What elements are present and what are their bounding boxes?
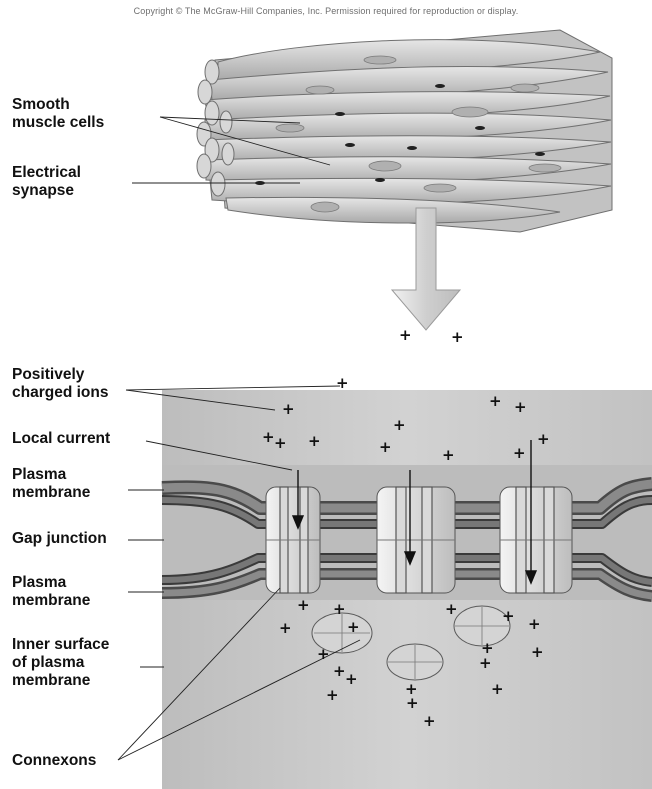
- positive-ion: +: [451, 328, 464, 346]
- positive-ion: +: [333, 600, 346, 618]
- label-line: Electrical: [12, 164, 81, 182]
- positive-ion: +: [393, 416, 406, 434]
- label-line: membrane: [12, 592, 90, 610]
- label-line: Smooth: [12, 96, 104, 114]
- positive-ion: +: [262, 428, 275, 446]
- positive-ion: +: [297, 596, 310, 614]
- positive-ion: +: [347, 618, 360, 636]
- label-line: charged ions: [12, 384, 108, 402]
- gap-junction-block: [162, 390, 652, 789]
- label-electrical-synapse: Electrical synapse: [12, 164, 81, 200]
- positive-ion: +: [442, 446, 455, 464]
- positive-ion: +: [423, 712, 436, 730]
- positive-ion: +: [531, 643, 544, 661]
- positive-ion: +: [445, 600, 458, 618]
- label-line: Positively: [12, 366, 108, 384]
- positive-ion: +: [502, 607, 515, 625]
- label-positively-charged-ions: Positively charged ions: [12, 366, 108, 402]
- label-line: membrane: [12, 672, 109, 690]
- positive-ion: +: [336, 374, 349, 392]
- positive-ion: +: [274, 434, 287, 452]
- label-inner-surface: Inner surface of plasma membrane: [12, 636, 109, 690]
- label-line: Inner surface: [12, 636, 109, 654]
- label-line: Plasma: [12, 466, 90, 484]
- positive-ion: +: [379, 438, 392, 456]
- positive-ion: +: [514, 398, 527, 416]
- positive-ion: +: [345, 670, 358, 688]
- positive-ion: +: [491, 680, 504, 698]
- label-smooth-muscle-cells: Smooth muscle cells: [12, 96, 104, 132]
- positive-ion: +: [513, 444, 526, 462]
- smooth-muscle-tissue: [197, 30, 612, 232]
- label-line: of plasma: [12, 654, 109, 672]
- label-plasma-membrane-bottom: Plasma membrane: [12, 574, 90, 610]
- positive-ion: +: [333, 662, 346, 680]
- positive-ion: +: [481, 639, 494, 657]
- positive-ion: +: [282, 400, 295, 418]
- positive-ion: +: [279, 619, 292, 637]
- label-line: Plasma: [12, 574, 90, 592]
- label-local-current: Local current: [12, 430, 110, 448]
- label-line: muscle cells: [12, 114, 104, 132]
- label-connexons: Connexons: [12, 752, 96, 770]
- positive-ion: +: [489, 392, 502, 410]
- label-plasma-membrane-top: Plasma membrane: [12, 466, 90, 502]
- positive-ion: +: [317, 645, 330, 663]
- label-gap-junction: Gap junction: [12, 530, 107, 548]
- positive-ion: +: [528, 615, 541, 633]
- positive-ion: +: [405, 680, 418, 698]
- positive-ion: +: [308, 432, 321, 450]
- positive-ion: +: [399, 326, 412, 344]
- positive-ion: +: [326, 686, 339, 704]
- label-line: synapse: [12, 182, 81, 200]
- positive-ion: +: [537, 430, 550, 448]
- label-line: membrane: [12, 484, 90, 502]
